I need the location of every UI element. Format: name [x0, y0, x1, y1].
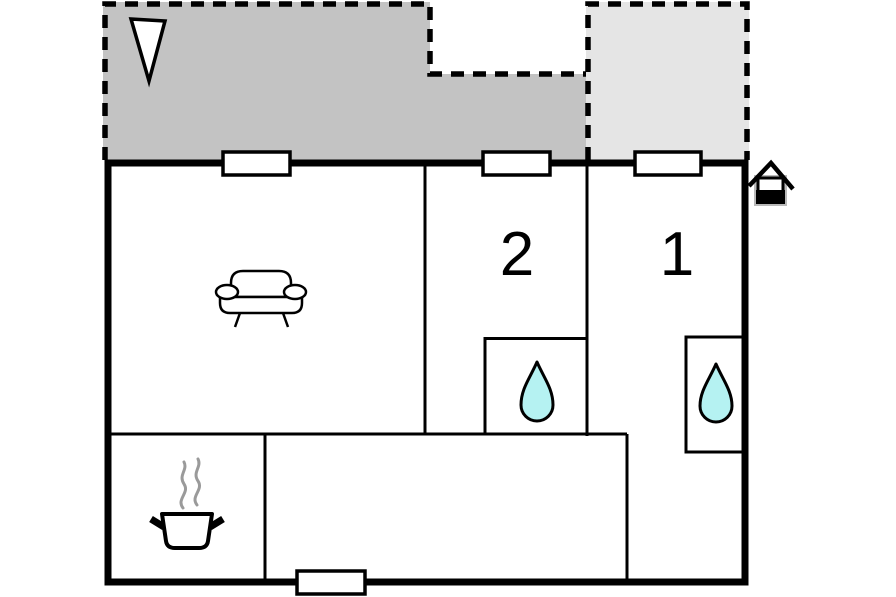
cooking-pot-icon [149, 457, 225, 550]
north-arrow-icon [128, 17, 168, 88]
sofa-leg [233, 312, 242, 328]
interior-wall [684, 335, 745, 454]
windows [221, 150, 703, 596]
window [221, 150, 292, 177]
sofa-leg [281, 312, 290, 328]
entrance-roof [747, 159, 795, 191]
steam-line [179, 460, 187, 510]
sofa-back [229, 269, 293, 299]
interior-walls [108, 163, 745, 582]
terrace-dark-area [103, 2, 589, 160]
terrace-light-border [585, 1, 750, 160]
window [633, 150, 703, 177]
water-drop-icon [519, 360, 555, 423]
interior-wall [483, 337, 587, 434]
room-2-label: 2 [500, 220, 534, 289]
water-drop-icon [698, 362, 734, 424]
entrance-house-icon [747, 159, 795, 206]
terrace-dark-border [102, 1, 586, 160]
terrace-light-area [586, 2, 749, 160]
sofa-armrest [214, 283, 240, 301]
sofa-icon [214, 269, 308, 328]
room-1-label: 1 [660, 220, 694, 289]
sofa-seat [218, 295, 304, 315]
steam-line [193, 457, 201, 507]
sofa-armrest [282, 283, 308, 301]
pot-body [160, 512, 214, 550]
entrance-body-lower [756, 190, 785, 204]
terraces [102, 1, 750, 160]
window [481, 150, 552, 177]
window [295, 569, 367, 596]
